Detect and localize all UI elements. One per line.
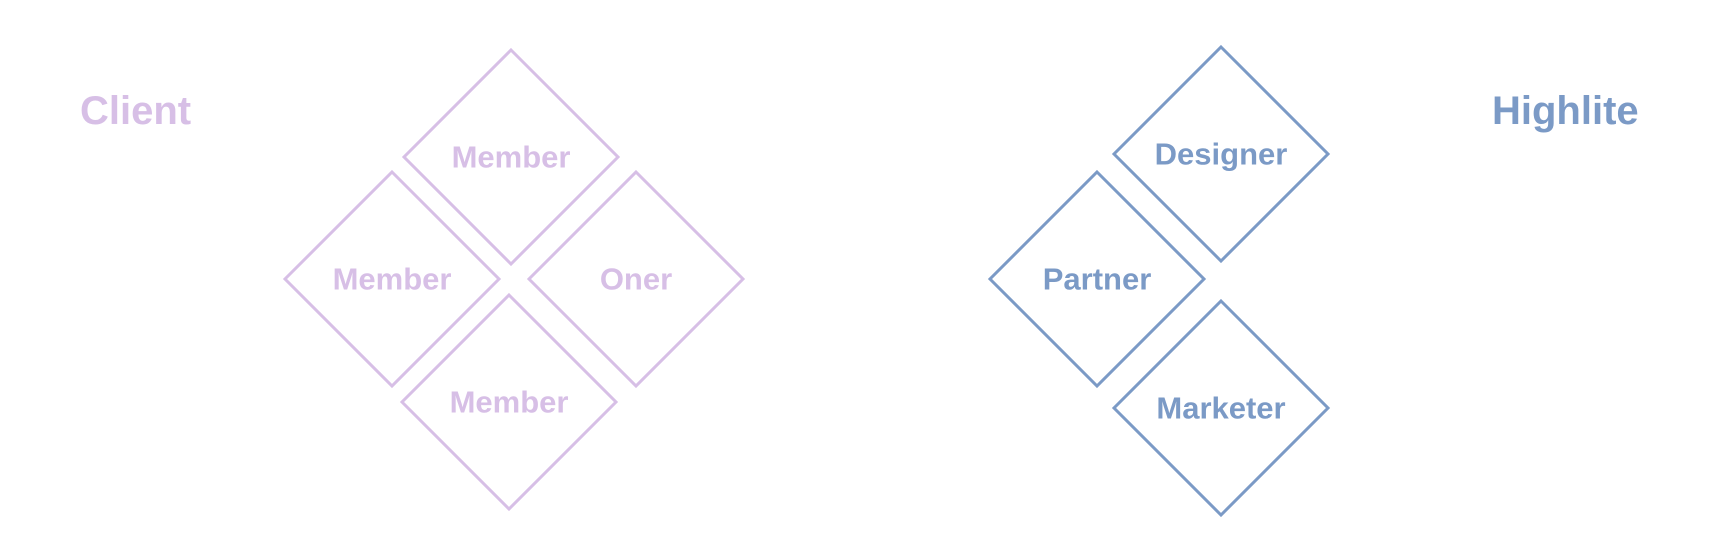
client-node-member-left-shape: [282, 169, 502, 389]
client-node-member-top-label: Member: [452, 140, 571, 175]
highlite-group-title: Highlite: [1492, 89, 1639, 133]
client-node-member-left-label: Member: [333, 262, 452, 297]
highlite-node-partner-shape: [987, 169, 1207, 389]
client-node-member-bottom-shape: [399, 292, 619, 512]
highlite-node-designer-shape: [1111, 44, 1331, 264]
client-node-member-top[interactable]: Member: [401, 47, 621, 267]
highlite-node-marketer-label: Marketer: [1156, 391, 1285, 426]
client-node-oner-label: Oner: [600, 262, 672, 297]
client-node-member-bottom-label: Member: [450, 385, 569, 420]
highlite-node-designer-label: Designer: [1155, 137, 1288, 172]
highlite-node-partner-label: Partner: [1043, 262, 1152, 297]
highlite-node-marketer[interactable]: Marketer: [1111, 298, 1331, 518]
client-node-member-left[interactable]: Member: [282, 169, 502, 389]
client-node-oner[interactable]: Oner: [526, 169, 746, 389]
highlite-node-partner[interactable]: Partner: [987, 169, 1207, 389]
client-group-title: Client: [80, 89, 191, 133]
client-node-oner-shape: [526, 169, 746, 389]
client-node-member-top-shape: [401, 47, 621, 267]
client-node-member-bottom[interactable]: Member: [399, 292, 619, 512]
highlite-node-marketer-shape: [1111, 298, 1331, 518]
highlite-node-designer[interactable]: Designer: [1111, 44, 1331, 264]
